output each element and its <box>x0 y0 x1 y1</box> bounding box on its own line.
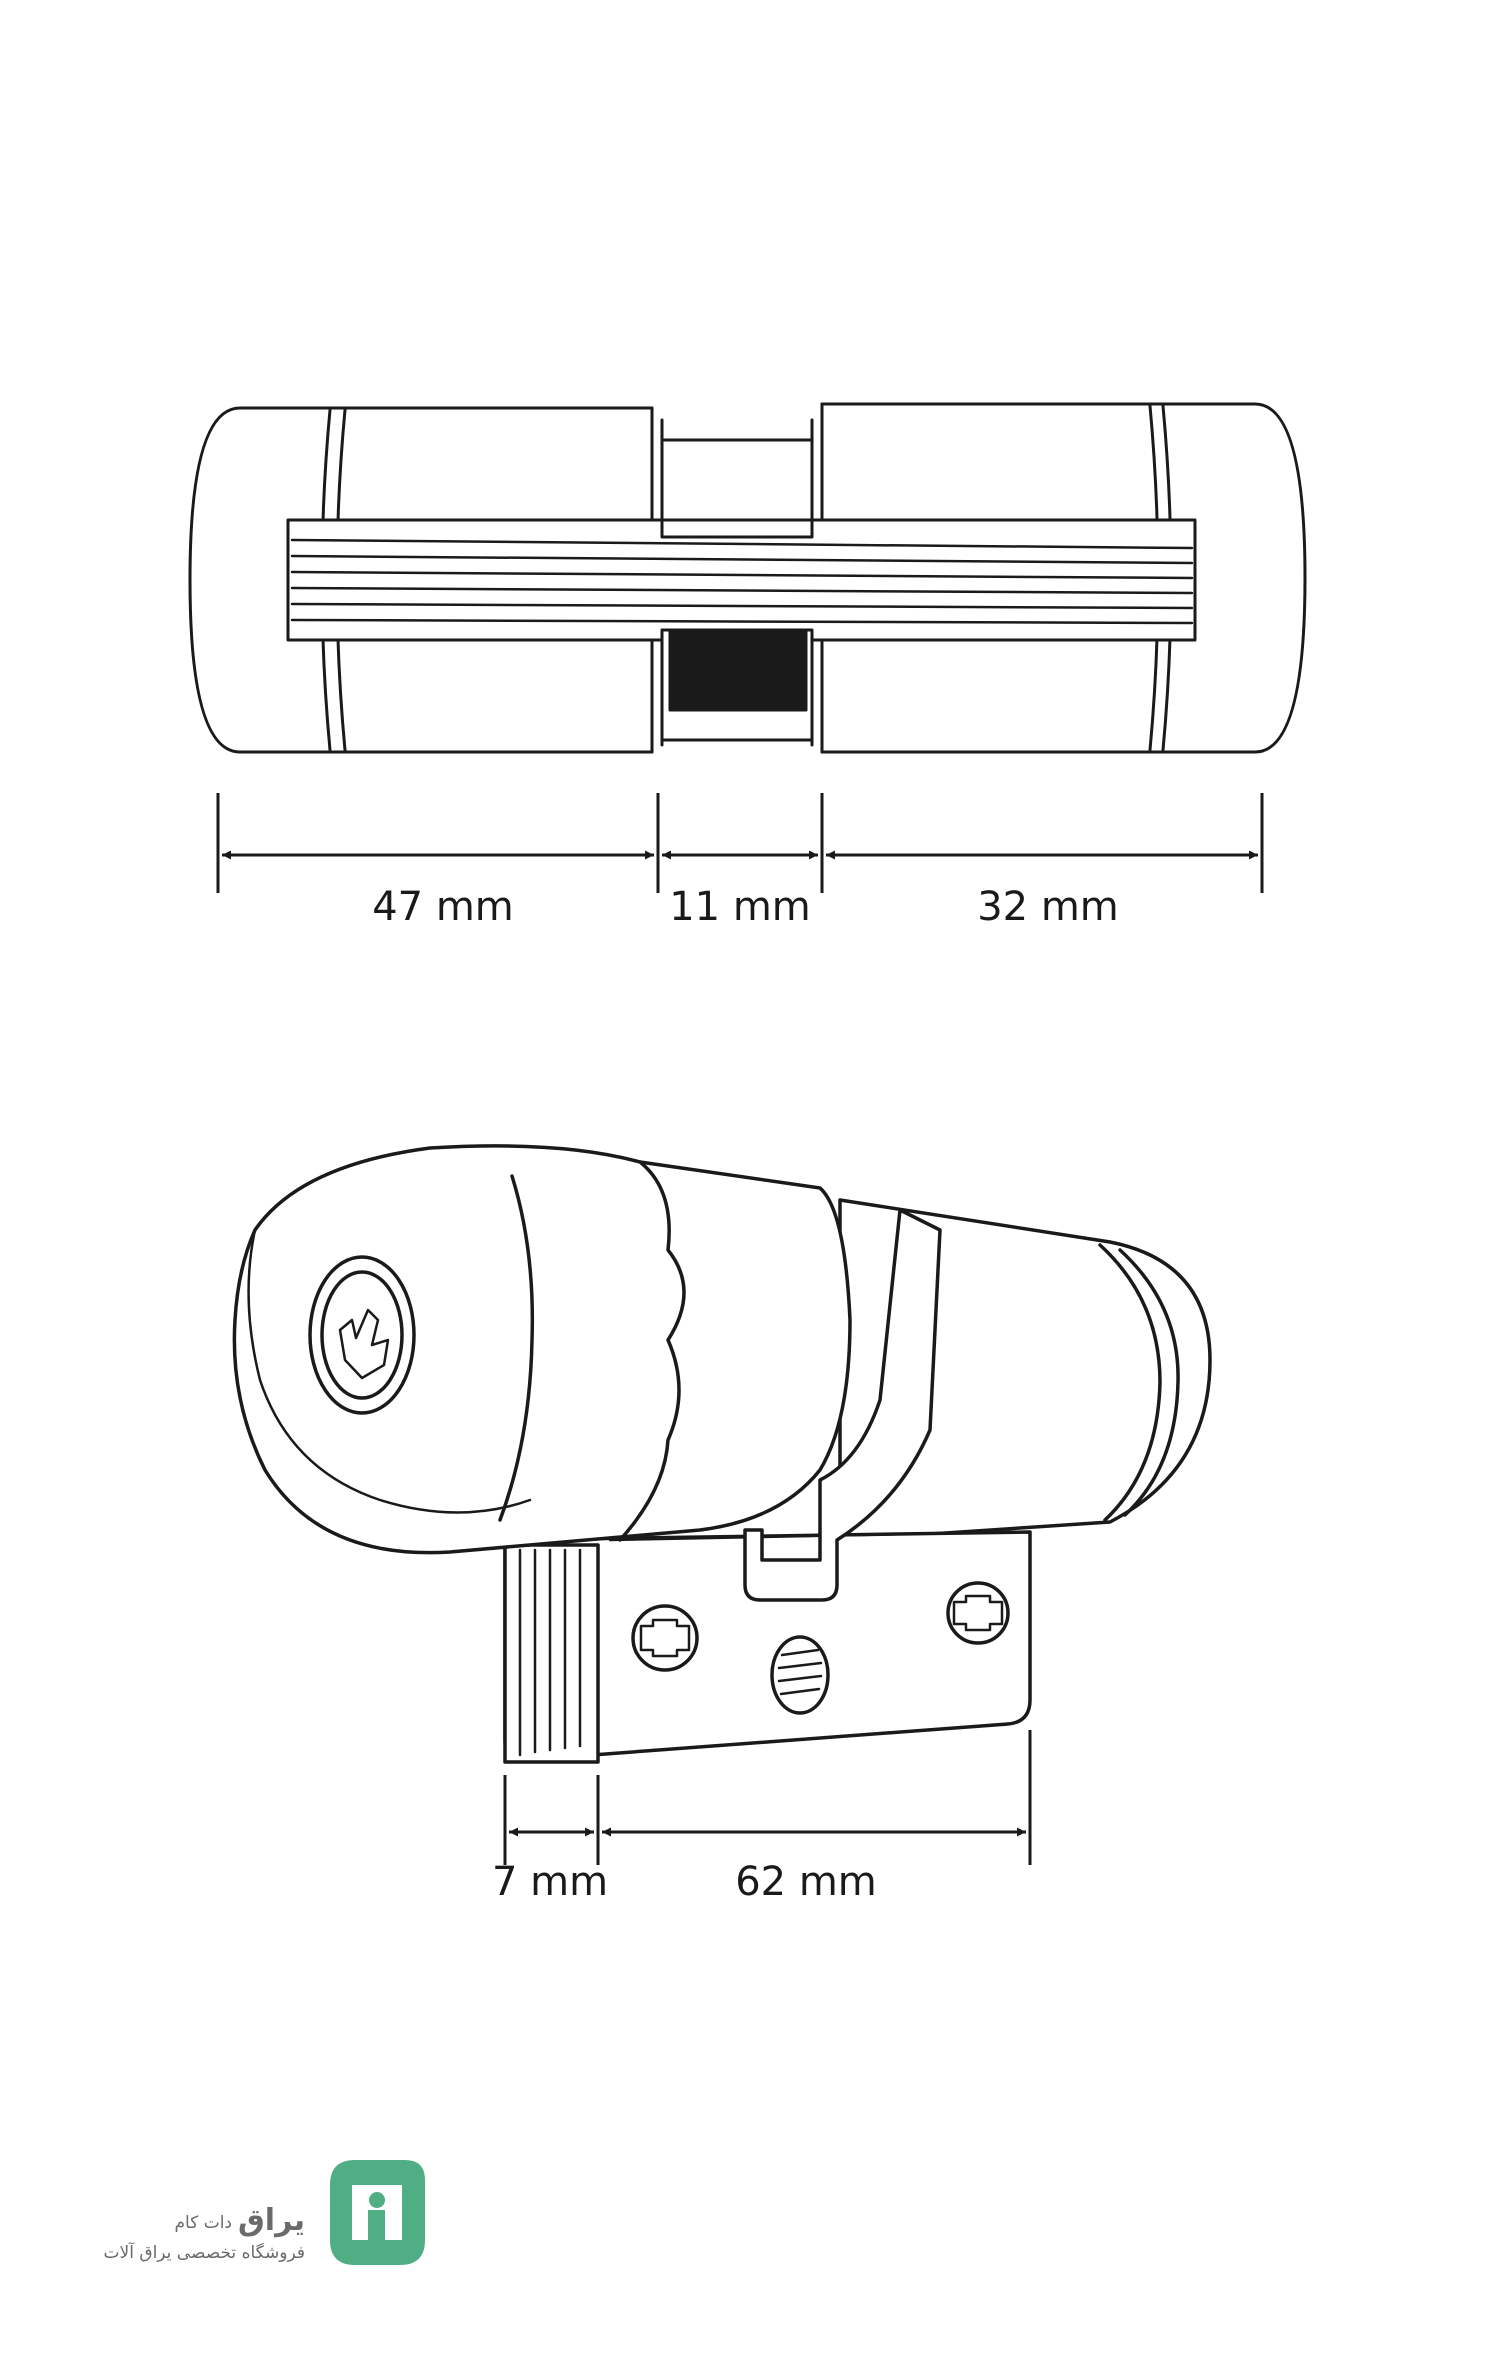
top-view-dimensions <box>216 793 1264 893</box>
front-knob <box>232 1144 852 1555</box>
profile-plate <box>503 1530 1032 1764</box>
brand-mark-icon <box>330 2160 425 2265</box>
top-view-cylinder <box>188 402 1307 754</box>
side-view-dimensions <box>503 1730 1032 1865</box>
dimension-label-47: 47 mm <box>372 884 514 930</box>
brand-logo: یراق دات کام فروشگاه تخصصی یراق آلات <box>104 2160 425 2265</box>
screw-right <box>946 1581 1010 1645</box>
threaded-hole <box>770 1635 830 1715</box>
brand-suffix: دات کام <box>175 2213 233 2233</box>
cam <box>743 1208 942 1602</box>
profile-bar <box>286 518 1197 642</box>
dimension-label-7: 7 mm <box>492 1859 608 1905</box>
dimension-label-32: 32 mm <box>977 884 1119 930</box>
dimension-label-62: 62 mm <box>735 1859 877 1905</box>
side-view-cylinder <box>232 1144 1212 1764</box>
brand-name: یراق <box>238 2203 305 2238</box>
screw-left <box>631 1604 699 1672</box>
keyhole <box>308 1255 416 1415</box>
brand-tagline: فروشگاه تخصصی یراق آلات <box>104 2241 305 2263</box>
dimension-label-11: 11 mm <box>669 884 811 930</box>
